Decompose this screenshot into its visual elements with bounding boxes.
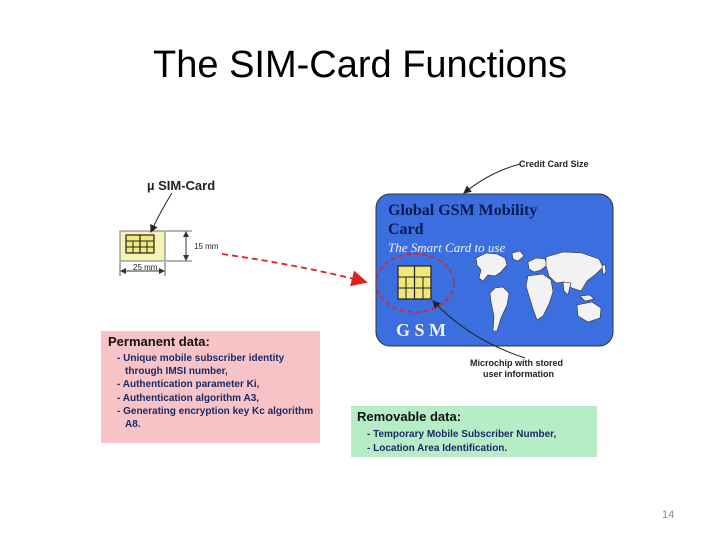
card-title-line2: Card [388,221,424,238]
permanent-data-box: Permanent data: - Unique mobile subscrib… [101,331,320,443]
removable-data-box: Removable data: - Temporary Mobile Subsc… [351,406,597,457]
micro-sim-chip [125,234,155,254]
micro-sim-arrow [150,192,173,233]
slide-title: The SIM-Card Functions [153,44,567,86]
removable-data-title: Removable data: [357,409,462,424]
permanent-data-title: Permanent data: [108,334,210,349]
removable-data-item: - Location Area Identification. [367,443,508,454]
card-subtitle: The Smart Card to use [388,240,505,255]
microchip-label-line2: user information [483,369,554,379]
permanent-data-item: - Authentication algorithm A3, [117,392,260,404]
removable-data-item: - Temporary Mobile Subscriber Number, [367,429,557,440]
dimension-width [119,262,166,276]
micro-sim-label: µ SIM-Card [147,178,215,193]
credit-card-size-arrow [463,163,521,194]
page-number: 14 [662,509,675,521]
world-map [475,250,607,332]
micro-sim-card [119,230,166,262]
red-dashed-arrow [221,253,368,287]
microchip-arrow [432,300,526,359]
dimension-width-label: 25 mm [133,263,158,272]
removable-data-list: - Temporary Mobile Subscriber Number, - … [367,428,556,456]
credit-card-size-label: Credit Card Size [519,159,589,169]
card-chip [397,265,432,300]
permanent-data-list: - Unique mobile subscriber identity thro… [117,353,320,432]
permanent-data-item: - Authentication parameter Ki, [117,379,260,390]
permanent-data-item: - Generating encryption key Kc algorithm… [117,406,314,430]
permanent-data-item: - Unique mobile subscriber identity thro… [117,353,285,377]
dimension-height [166,230,192,262]
chip-highlight-circle [375,253,455,313]
dimension-height-label: 15 mm [194,242,219,251]
microchip-label-line1: Microchip with stored [470,358,563,368]
card-gsm-label: G S M [396,320,446,340]
card-title-line1: Global GSM Mobility [388,202,537,219]
